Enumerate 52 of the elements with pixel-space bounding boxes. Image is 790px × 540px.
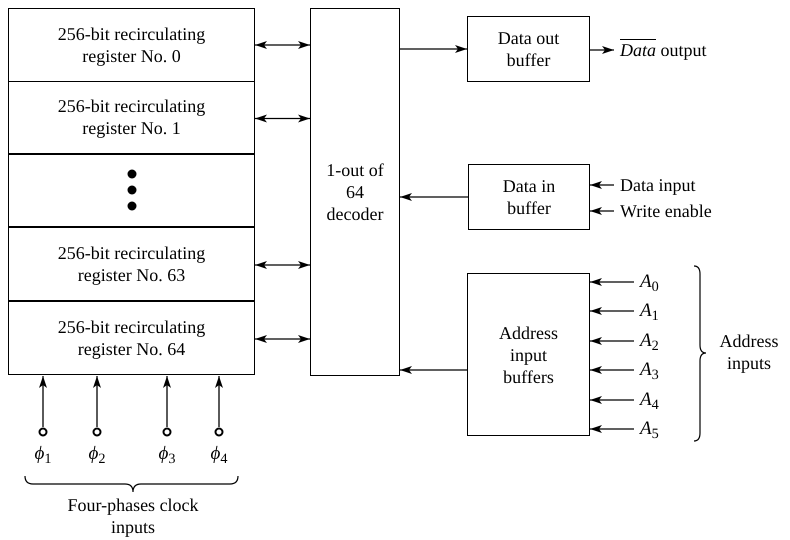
register-box xyxy=(8,300,255,374)
arrow xyxy=(400,45,467,53)
arrow xyxy=(590,366,634,374)
arrow xyxy=(215,376,223,427)
node-text: Data input xyxy=(620,174,696,196)
node-text: 256-bit recirculating register No. 0 xyxy=(56,23,206,67)
node-text: ϕ$_{1}$ xyxy=(34,443,52,465)
node-text: 256-bit recirculating register No. 63 xyxy=(56,242,206,286)
node-text: A$_{2}$ xyxy=(640,330,659,352)
arrow xyxy=(590,207,614,215)
register-box xyxy=(8,226,255,300)
arrow xyxy=(255,261,310,269)
node-text: Data out buffer xyxy=(496,27,560,71)
arrow xyxy=(255,41,310,49)
ellipsis-box xyxy=(8,154,255,226)
arrow xyxy=(93,376,101,427)
arrow xyxy=(590,278,634,286)
node-text: ϕ$_{4}$ xyxy=(210,443,228,465)
block-box xyxy=(468,164,590,230)
block-box xyxy=(467,16,590,82)
node-text: A$_{5}$ xyxy=(640,418,659,440)
block-box xyxy=(467,273,590,436)
register-box xyxy=(8,8,255,82)
arrow xyxy=(39,376,47,427)
register-box xyxy=(8,80,255,154)
arrow xyxy=(590,337,634,345)
arrow xyxy=(400,366,467,374)
arrow xyxy=(590,181,614,189)
node-text: Write enable xyxy=(620,200,712,222)
node-text: A$_{4}$ xyxy=(640,389,659,411)
node-text: Data output xyxy=(620,39,707,61)
arrow xyxy=(590,307,634,315)
block-box xyxy=(310,8,400,376)
group-label: Four-phases clock inputs xyxy=(66,494,200,538)
arrow xyxy=(163,376,171,427)
arrow xyxy=(590,46,614,54)
node-text: A$_{1}$ xyxy=(640,300,659,322)
arrow xyxy=(255,335,310,343)
node-text: 1-out of 64 decoder xyxy=(325,159,385,225)
arrow xyxy=(255,114,310,122)
node-text: ϕ$_{2}$ xyxy=(88,443,106,465)
node-text: Data in buffer xyxy=(502,175,556,219)
node-text: 256-bit recirculating register No. 1 xyxy=(56,95,206,139)
node-text: A$_{0}$ xyxy=(640,271,659,293)
arrow xyxy=(590,396,634,404)
arrow xyxy=(590,425,634,433)
node-text: A$_{3}$ xyxy=(640,359,659,381)
group-label: Address inputs xyxy=(718,330,780,374)
node-text: Address input buffers xyxy=(498,322,559,388)
node-text: 256-bit recirculating register No. 64 xyxy=(56,316,206,360)
arrow xyxy=(400,193,468,201)
node-text: ϕ$_{3}$ xyxy=(158,443,176,465)
